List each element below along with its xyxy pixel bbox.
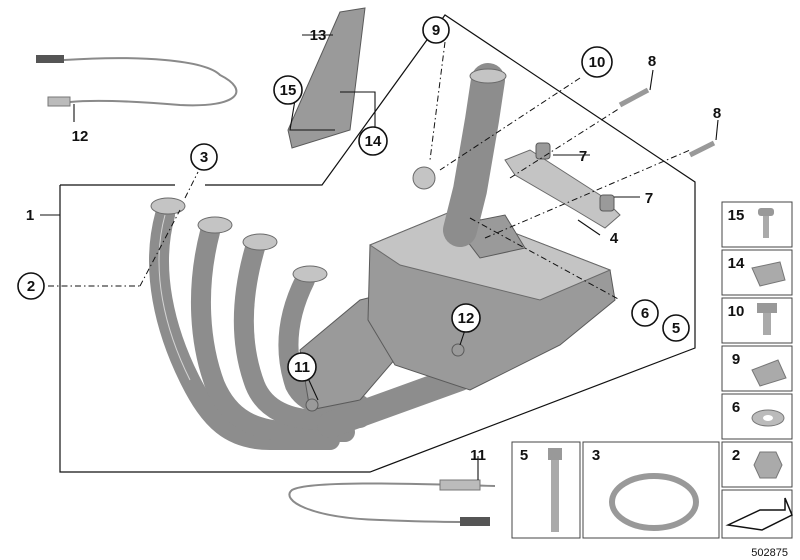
bolt-8-upper [618, 87, 650, 108]
outlet-pipe-end [469, 68, 507, 84]
hex-bolt-icon [757, 303, 777, 313]
callout-11: 11 [294, 359, 310, 376]
callout-15: 15 [280, 82, 297, 99]
label-1: 1 [26, 207, 34, 224]
legend-14: 14 [728, 255, 745, 272]
callout-9-circle [422, 16, 450, 44]
header-flange-1 [150, 197, 186, 215]
label-8-lower: 8 [713, 105, 721, 122]
callout-2-circle [17, 272, 45, 300]
callout-5-circle [662, 314, 690, 342]
assembly-frame [59, 14, 696, 473]
label-7-lower: 7 [645, 190, 653, 207]
callout-14-circle [358, 126, 388, 156]
callout-6: 6 [641, 305, 649, 322]
header-flange-4 [292, 265, 328, 283]
sensor-boss [451, 343, 465, 357]
label-7-upper: 7 [579, 148, 587, 165]
bolt-8-lower [688, 140, 716, 158]
speed-nut-icon [751, 359, 787, 387]
gasket-ring-icon [609, 473, 699, 531]
legend-10: 10 [728, 303, 745, 320]
connector-11 [460, 517, 490, 526]
valve-actuator [412, 166, 436, 190]
sensor-boss-lower [305, 398, 319, 412]
connector-12 [36, 55, 64, 63]
legend-bottom: 5 3 [511, 441, 720, 539]
label-13: 13 [310, 27, 327, 44]
label-11-lower: 11 [470, 447, 486, 464]
callout-2: 2 [27, 278, 35, 295]
bracket [504, 149, 621, 229]
callout-3-circle [190, 143, 218, 171]
callout-12-circle [451, 303, 481, 333]
callout-9: 9 [432, 22, 440, 39]
legend-5: 5 [520, 447, 528, 464]
callout-15-circle [273, 75, 303, 105]
silencer [305, 63, 616, 412]
legend-15: 15 [728, 207, 745, 224]
callout-12: 12 [458, 310, 475, 327]
callout-10-circle [581, 46, 613, 78]
clip-nut-icon [751, 261, 786, 287]
callout-3: 3 [200, 149, 208, 166]
legend-2: 2 [732, 447, 740, 464]
collar-nut-icon [753, 451, 783, 479]
label-12: 12 [72, 128, 89, 145]
header-flange-2 [197, 216, 233, 234]
legend-6: 6 [732, 399, 740, 416]
heat-shield [287, 7, 366, 149]
callout-11-circle [287, 352, 317, 382]
label-4: 4 [610, 230, 619, 247]
sensor-probe-12 [47, 96, 71, 107]
sensor-probe-11 [439, 479, 481, 491]
rubber-mount-1 [535, 142, 551, 160]
sensor-12 [36, 55, 238, 107]
callout-10: 10 [589, 54, 606, 71]
reference-number: 502875 [751, 547, 788, 559]
sensor-11 [288, 479, 496, 526]
rubber-mount-2 [599, 194, 615, 212]
callout-5: 5 [672, 320, 680, 337]
label-8-upper: 8 [648, 53, 656, 70]
callout-6-circle [631, 299, 659, 327]
cap-screw-icon [548, 448, 562, 460]
legend-column: 15 14 10 9 6 2 [721, 201, 793, 539]
legend-3: 3 [592, 447, 600, 464]
exhaust-headers [149, 197, 473, 450]
callout-14: 14 [365, 133, 382, 150]
torx-screw-icon [758, 208, 774, 216]
legend-9: 9 [732, 351, 740, 368]
header-flange-3 [242, 233, 278, 251]
direction-arrow-icon [725, 497, 793, 531]
